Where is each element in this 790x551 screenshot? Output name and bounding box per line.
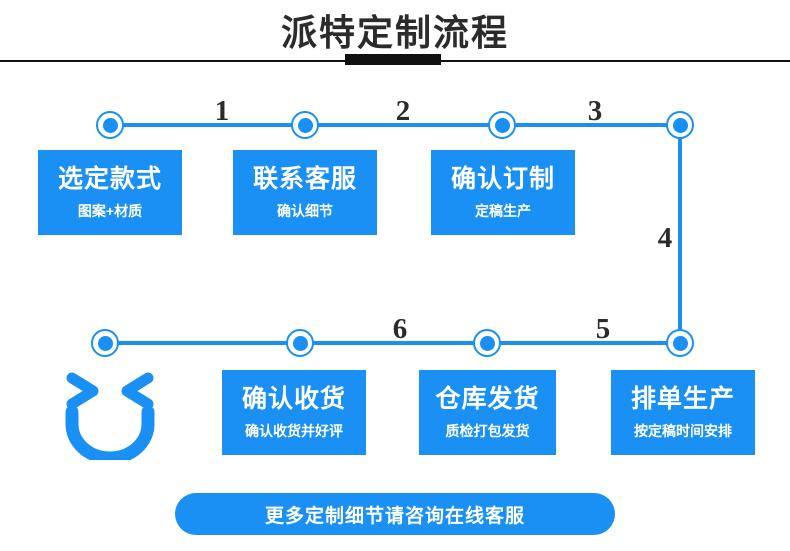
flow-node-4[interactable] <box>666 329 694 357</box>
step-card-5[interactable]: 仓库发货 质检打包发货 <box>419 370 556 455</box>
step-card-3[interactable]: 确认订制 定稿生产 <box>431 150 575 235</box>
step-card-3-title: 确认订制 <box>450 165 555 193</box>
step-card-6-subtitle: 确认收货并好评 <box>245 423 343 439</box>
contact-support-cta-button[interactable]: 更多定制细节请咨询在线客服 <box>175 493 615 535</box>
step-number-5: 5 <box>595 313 611 345</box>
step-card-2[interactable]: 联系客服 确认细节 <box>233 150 377 235</box>
step-card-6[interactable]: 确认收货 确认收货并好评 <box>222 370 366 455</box>
step-card-1[interactable]: 选定款式 图案+材质 <box>38 150 182 235</box>
connector-line-right <box>678 123 682 345</box>
page-title: 派特定制流程 <box>280 12 509 53</box>
step-card-1-title: 选定款式 <box>57 165 162 193</box>
flow-node-1[interactable] <box>291 111 319 139</box>
step-card-4[interactable]: 排单生产 按定稿时间安排 <box>611 370 755 455</box>
step-number-3: 3 <box>587 95 603 127</box>
step-card-3-subtitle: 定稿生产 <box>475 203 531 219</box>
step-number-6: 6 <box>392 313 408 345</box>
step-card-4-title: 排单生产 <box>630 385 735 413</box>
step-card-6-title: 确认收货 <box>241 385 346 413</box>
flow-node-3[interactable] <box>666 111 694 139</box>
step-card-1-subtitle: 图案+材质 <box>77 203 143 219</box>
step-number-2: 2 <box>395 95 411 127</box>
title-divider-accent <box>345 54 441 65</box>
step-card-5-subtitle: 质检打包发货 <box>445 423 530 439</box>
connector-line-top <box>110 123 680 127</box>
flow-node-start[interactable] <box>96 111 124 139</box>
step-card-2-title: 联系客服 <box>252 165 357 193</box>
step-card-5-title: 仓库发货 <box>435 385 540 413</box>
flow-node-2[interactable] <box>488 111 516 139</box>
smiley-face-icon <box>62 368 158 465</box>
step-number-1: 1 <box>214 95 230 127</box>
step-number-4: 4 <box>657 222 673 254</box>
flow-node-5[interactable] <box>473 329 501 357</box>
flow-node-end[interactable] <box>91 329 119 357</box>
connector-line-bottom <box>105 341 682 345</box>
step-card-2-subtitle: 确认细节 <box>277 203 333 219</box>
flow-node-6[interactable] <box>286 329 314 357</box>
step-card-4-subtitle: 按定稿时间安排 <box>634 423 732 439</box>
